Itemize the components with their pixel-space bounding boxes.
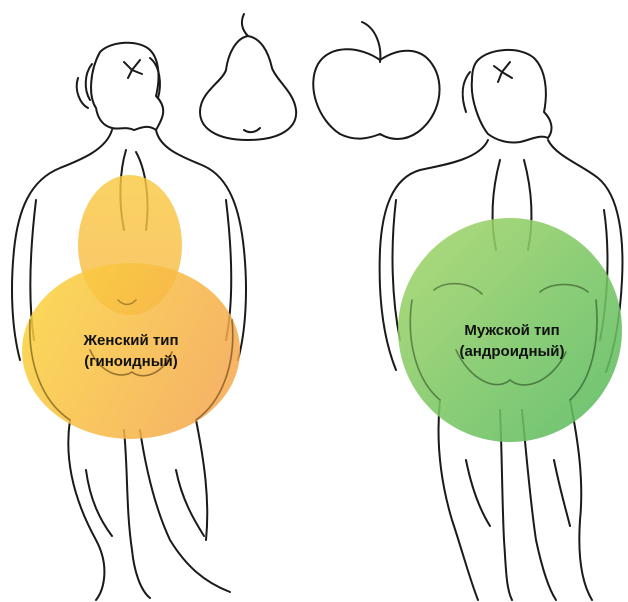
pear-icon: [200, 14, 296, 140]
female-fat-zones: [22, 175, 240, 439]
male-type-label: Мужской тип (андроидный): [432, 320, 592, 362]
female-type-label: Женский тип (гиноидный): [56, 330, 206, 372]
male-type-title: Мужской тип: [432, 320, 592, 341]
apple-icon: [313, 22, 439, 139]
female-type-subtitle: (гиноидный): [56, 351, 206, 372]
female-type-title: Женский тип: [56, 330, 206, 351]
male-type-subtitle: (андроидный): [432, 341, 592, 362]
